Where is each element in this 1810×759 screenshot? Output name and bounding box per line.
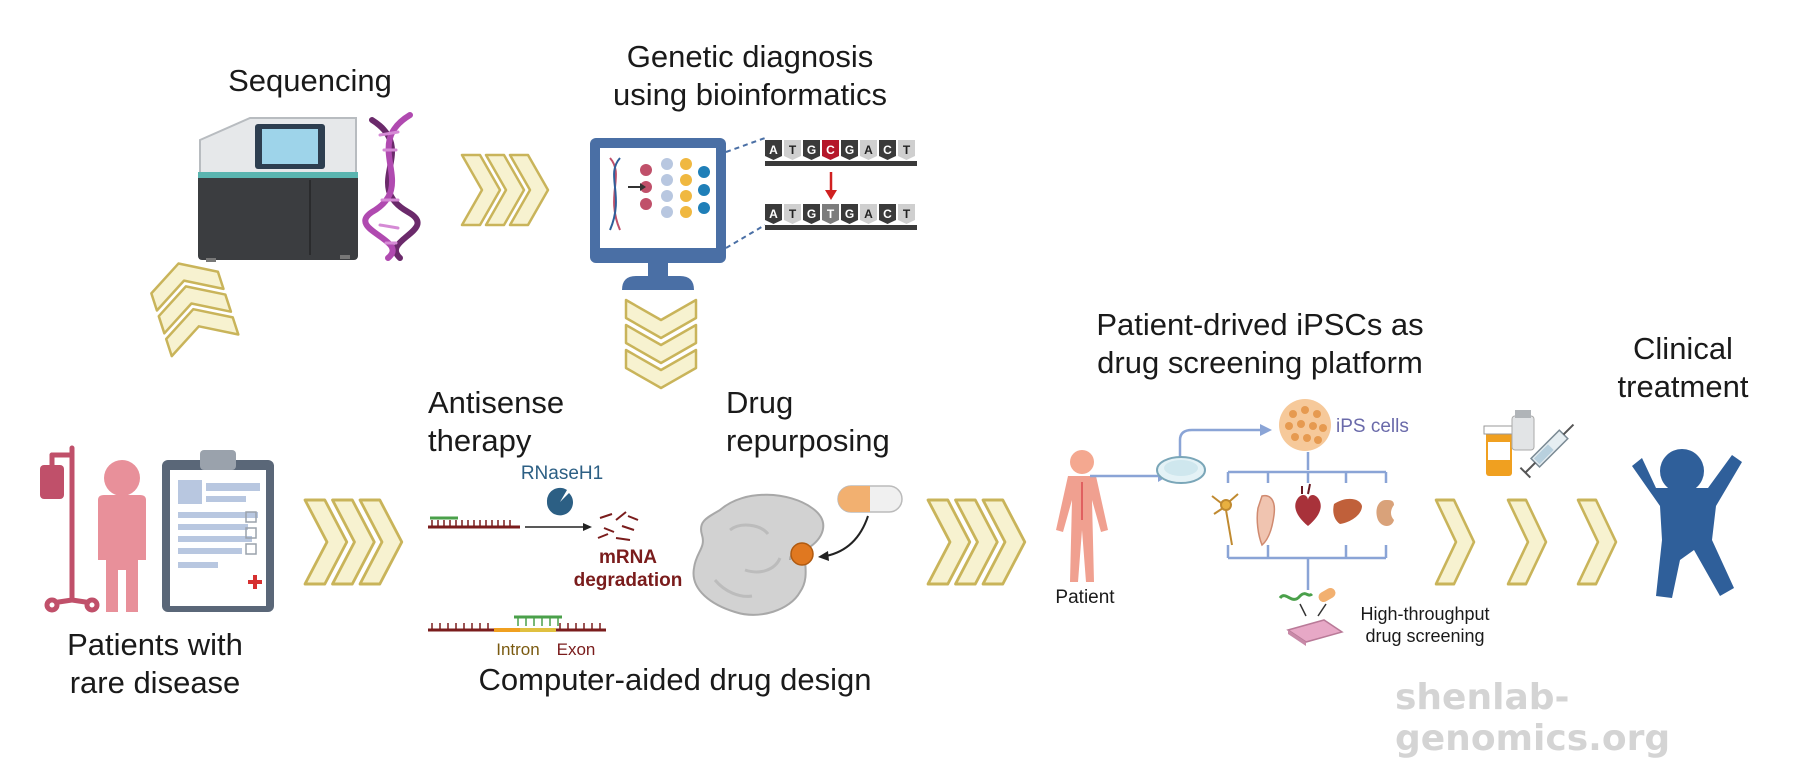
antisense-label: Antisense therapy: [428, 384, 598, 460]
patients-label: Patients with rare disease: [40, 626, 270, 702]
nucleotide-tile: G: [803, 204, 820, 224]
monitor-icon: [590, 137, 766, 290]
drug-ligand-icon: [790, 542, 814, 566]
splice-strand-icon: [428, 615, 606, 632]
nucleotide-tile: G: [841, 204, 858, 224]
sequencing-label: Sequencing: [228, 63, 392, 98]
nucleotide-tile: G: [803, 140, 820, 160]
exon-label: Exon: [556, 640, 596, 659]
hts-label: High-throughput drug screening: [1340, 604, 1510, 648]
celebrating-person-icon: [1632, 449, 1742, 598]
mrna-label-line1: mRNA: [598, 547, 658, 568]
nucleotide-tile: C: [822, 140, 839, 160]
chevron-right-icon: [303, 498, 404, 586]
watermark: shenlab-genomics.org: [1395, 677, 1671, 759]
cadd-label: Computer-aided drug design: [478, 662, 872, 697]
ipsc-title-line2: drug screening platform: [1097, 344, 1423, 380]
heart-icon: [1295, 483, 1321, 526]
flow-arrows-icon: [1090, 424, 1388, 590]
iv-stand-icon: [40, 445, 100, 613]
chevron-right-icon: [1576, 498, 1618, 586]
drug-repurposing-label-line1: Drug: [726, 385, 794, 420]
sequence-backbone: [765, 161, 917, 166]
nucleotide-tile: T: [784, 140, 801, 160]
antisense-oligo-icon: [428, 516, 592, 531]
chevron-right-icon: [460, 153, 550, 227]
patients-label-line1: Patients with: [67, 627, 243, 662]
nucleotide-tile: T: [898, 140, 915, 160]
chevron-right-icon: [926, 498, 1027, 586]
neuron-icon: [1211, 493, 1239, 546]
ips-cells-label: iPS cells: [1336, 416, 1409, 437]
nucleotide-tile: A: [860, 204, 877, 224]
protein-blob-icon: [692, 493, 825, 616]
mrna-label-line2: degradation: [573, 570, 683, 592]
diagnosis-label-line1: Genetic diagnosis: [626, 39, 874, 74]
screening-plate-icon: [1286, 619, 1344, 646]
nucleotide-tile: T: [898, 204, 915, 224]
antisense-label-line1: Antisense: [428, 385, 565, 420]
patient-figure-icon: [98, 460, 146, 612]
clinical-label-line1: Clinical: [1633, 331, 1733, 366]
clipboard-icon: [162, 450, 274, 612]
nucleotide-tile: T: [822, 204, 839, 224]
chevron-right-icon: [1434, 498, 1476, 586]
patient-body-icon: [1056, 450, 1108, 582]
antisense-label-line2: therapy: [428, 422, 532, 458]
mrna-fragments-icon: [597, 511, 639, 541]
hts-label-line2: drug screening: [1365, 625, 1485, 646]
diagnosis-label-line2: using bioinformatics: [613, 76, 887, 112]
ips-cells-icon: [1279, 399, 1331, 451]
rnase-enzyme-icon: [546, 487, 573, 516]
hts-compound-icons: [1278, 588, 1336, 617]
capsule-icon: [837, 485, 903, 513]
hts-label-line1: High-throughput: [1360, 604, 1490, 624]
drug-repurposing-label: Drug repurposing: [726, 384, 926, 460]
intron-label: Intron: [496, 640, 540, 659]
rnaseh1-label: RNaseH1: [520, 463, 604, 484]
diagnosis-label: Genetic diagnosis using bioinformatics: [580, 38, 920, 114]
sequencer-icon: [198, 117, 358, 262]
pill-bottle-icon: [1483, 410, 1535, 476]
ipsc-title-label: Patient-drived iPSCs as drug screening p…: [1040, 306, 1480, 382]
nucleotide-tile: A: [765, 204, 782, 224]
diagram-graphics: [40, 112, 1742, 646]
muscle-icon: [1256, 494, 1276, 547]
nucleotide-tile: C: [879, 140, 896, 160]
nucleotide-tile: G: [841, 140, 858, 160]
clinical-treatment-label: Clinical treatment: [1588, 330, 1778, 406]
nucleotide-tile: A: [765, 140, 782, 160]
drug-repurposing-label-line2: repurposing: [726, 422, 890, 458]
chevron-up-icon: [143, 251, 240, 358]
petri-dish-icon: [1156, 456, 1206, 484]
chevron-right-icon: [1506, 498, 1548, 586]
clinical-label-line2: treatment: [1617, 368, 1749, 404]
sequence-backbone: [765, 225, 917, 230]
nucleotide-tile: C: [879, 204, 896, 224]
mrna-degradation-label: mRNA degradation: [568, 546, 688, 592]
nucleotide-tile: T: [784, 204, 801, 224]
dna-helix-icon: [362, 112, 421, 261]
ipsc-title-line1: Patient-drived iPSCs as: [1096, 307, 1424, 342]
binding-arrow-icon: [818, 515, 869, 561]
kidney-icon: [1376, 500, 1394, 526]
patient-label: Patient: [1055, 587, 1115, 608]
patients-label-line2: rare disease: [69, 664, 241, 700]
chevron-down-icon: [624, 298, 698, 390]
mutation-arrow-icon: [825, 172, 837, 200]
syringe-icon: [1519, 423, 1575, 479]
nucleotide-tile: A: [860, 140, 877, 160]
liver-icon: [1333, 498, 1362, 524]
